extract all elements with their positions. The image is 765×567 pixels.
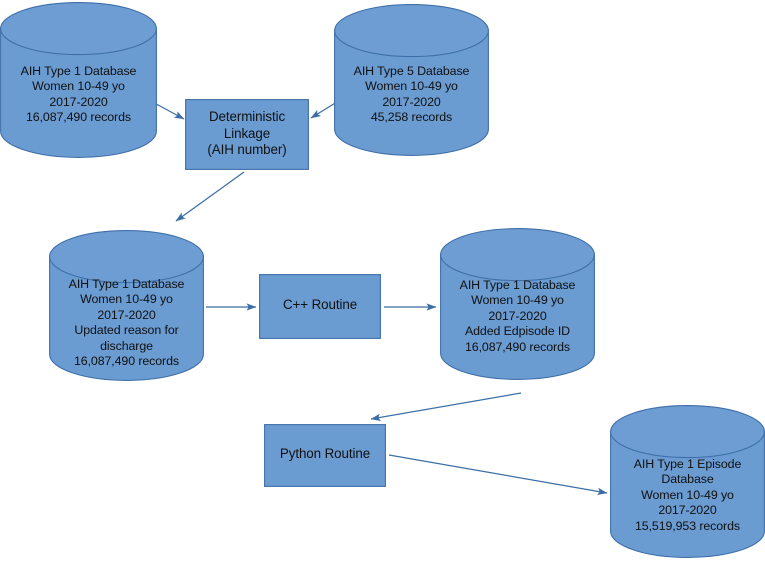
aih-type-5-database-cylinder-label: AIH Type 5 Database Women 10-49 yo 2017-… [353, 64, 470, 125]
rectangle-shape [264, 424, 386, 487]
cylinder-shape [610, 405, 765, 558]
aih-type-5-database-cylinder[interactable]: AIH Type 5 Database Women 10-49 yo 2017-… [334, 4, 489, 156]
aih-type-1-episode-database-cylinder-label: AIH Type 1 Episode Database Women 10-49 … [633, 457, 742, 533]
aih-type-1-updated-database-cylinder-label: AIH Type 1 Database Women 10-49 yo 2017-… [68, 277, 185, 369]
aih-type-1-episode-database-cylinder[interactable]: AIH Type 1 Episode Database Women 10-49 … [610, 405, 765, 558]
cpp-routine-process-label: C++ Routine [282, 297, 358, 312]
cylinder-shape [334, 4, 489, 156]
edge-episodeid-to-python [370, 392, 522, 421]
python-routine-process[interactable]: Python Routine [264, 424, 386, 487]
aih-type-1-episode-id-database-cylinder-label: AIH Type 1 Database Women 10-49 yo 2017-… [459, 278, 576, 354]
cpp-routine-process[interactable]: C++ Routine [259, 274, 381, 339]
rectangle-shape [259, 274, 381, 339]
cylinder-shape [49, 230, 204, 381]
aih-type-1-database-cylinder[interactable]: AIH Type 1 Database Women 10-49 yo 2017-… [0, 2, 157, 158]
aih-type-1-database-cylinder-label: AIH Type 1 Database Women 10-49 yo 2017-… [20, 64, 137, 125]
deterministic-linkage-process-label: Deterministic Linkage (AIH number) [207, 109, 287, 158]
edge-python-to-episodedb [388, 454, 608, 495]
deterministic-linkage-process[interactable]: Deterministic Linkage (AIH number) [185, 99, 309, 170]
aih-type-1-updated-database-cylinder[interactable]: AIH Type 1 Database Women 10-49 yo 2017-… [49, 230, 204, 381]
python-routine-process-label: Python Routine [279, 446, 371, 461]
edge-linkage-to-updated [175, 171, 245, 222]
cylinder-shape [0, 2, 157, 158]
rectangle-shape [185, 99, 309, 170]
cylinder-shape [440, 228, 595, 380]
aih-type-1-episode-id-database-cylinder[interactable]: AIH Type 1 Database Women 10-49 yo 2017-… [440, 228, 595, 380]
